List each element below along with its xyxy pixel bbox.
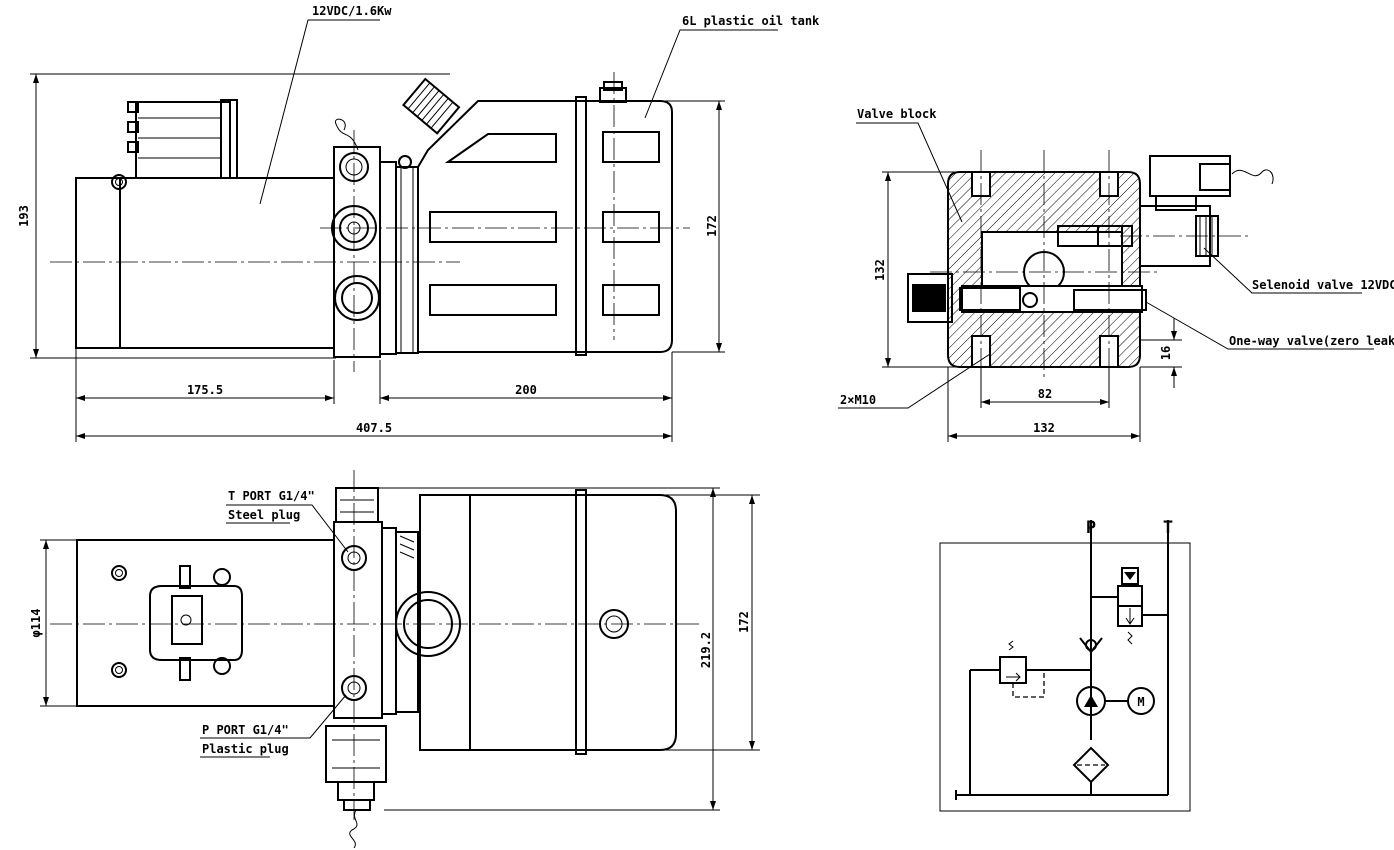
- valve-block-label: Valve block: [857, 107, 937, 121]
- dimension-lines-front: [30, 73, 725, 442]
- schematic-filter: [1072, 746, 1110, 795]
- solenoid-label: Selenoid valve 12VDC: [1252, 278, 1394, 292]
- schematic-solenoid-valve: [1117, 567, 1143, 645]
- dim-overall-length: 407.5: [356, 421, 392, 435]
- p-port-plug: Plastic plug: [202, 742, 289, 756]
- tank-label: 6L plastic oil tank: [682, 14, 820, 28]
- dim-motor-dia: φ114: [29, 609, 43, 638]
- dim-height-tank: 172: [705, 215, 719, 237]
- dim-tank-length: 200: [515, 383, 537, 397]
- motor-body: [75, 174, 335, 349]
- tank-top: [395, 489, 677, 755]
- t-port-label: T PORT G1/4": [228, 489, 315, 503]
- front-view: 12VDC/1.6Kw 6L plastic oil tank 193 172 …: [17, 4, 820, 442]
- dim-width-total: 219.2: [699, 632, 713, 668]
- solenoid-valve: [1139, 155, 1274, 267]
- p-port-label: P PORT G1/4": [202, 723, 289, 737]
- dim-height-total: 193: [17, 205, 31, 227]
- dimension-lines-valve: [882, 171, 1182, 442]
- check-valve-fitting: [907, 273, 953, 323]
- dim-hole-spacing: 82: [1038, 387, 1052, 401]
- dim-block-width: 132: [1033, 421, 1055, 435]
- starter-relay: [127, 99, 238, 179]
- breather-cap: [402, 77, 461, 135]
- motor-label: 12VDC/1.6Kw: [312, 4, 392, 18]
- motor-wire: [334, 118, 359, 151]
- schematic-check-valve: [1079, 637, 1103, 654]
- valve-block-section: [947, 171, 1147, 368]
- top-view: T PORT G1/4" Steel plug P PORT G1/4" Pla…: [29, 470, 760, 849]
- schematic-motor: M: [1127, 687, 1155, 715]
- hydraulic-schematic: P T: [939, 518, 1191, 812]
- dim-block-height: 132: [873, 259, 887, 281]
- check-valve-label: One-way valve(zero leaking): [1229, 334, 1394, 348]
- schematic-relief-valve: [969, 640, 1091, 795]
- t-port-plug: Steel plug: [228, 508, 300, 522]
- dim-port-offset: 16: [1159, 346, 1173, 360]
- motor-top: [76, 539, 335, 707]
- valve-block-view: Valve block Selenoid valve 12VDC One-way…: [838, 107, 1394, 442]
- thread-label: 2×M10: [840, 393, 876, 407]
- schematic-pump: [1076, 686, 1128, 716]
- dimension-lines-top: [40, 487, 760, 811]
- motor-leader: [259, 19, 380, 205]
- motor-symbol: M: [1137, 695, 1144, 709]
- dim-motor-length: 175.5: [187, 383, 223, 397]
- oil-tank-front: [402, 77, 673, 356]
- tank-leader: [644, 29, 778, 119]
- dim-tank-width: 172: [737, 611, 751, 633]
- center-manifold: [331, 146, 419, 358]
